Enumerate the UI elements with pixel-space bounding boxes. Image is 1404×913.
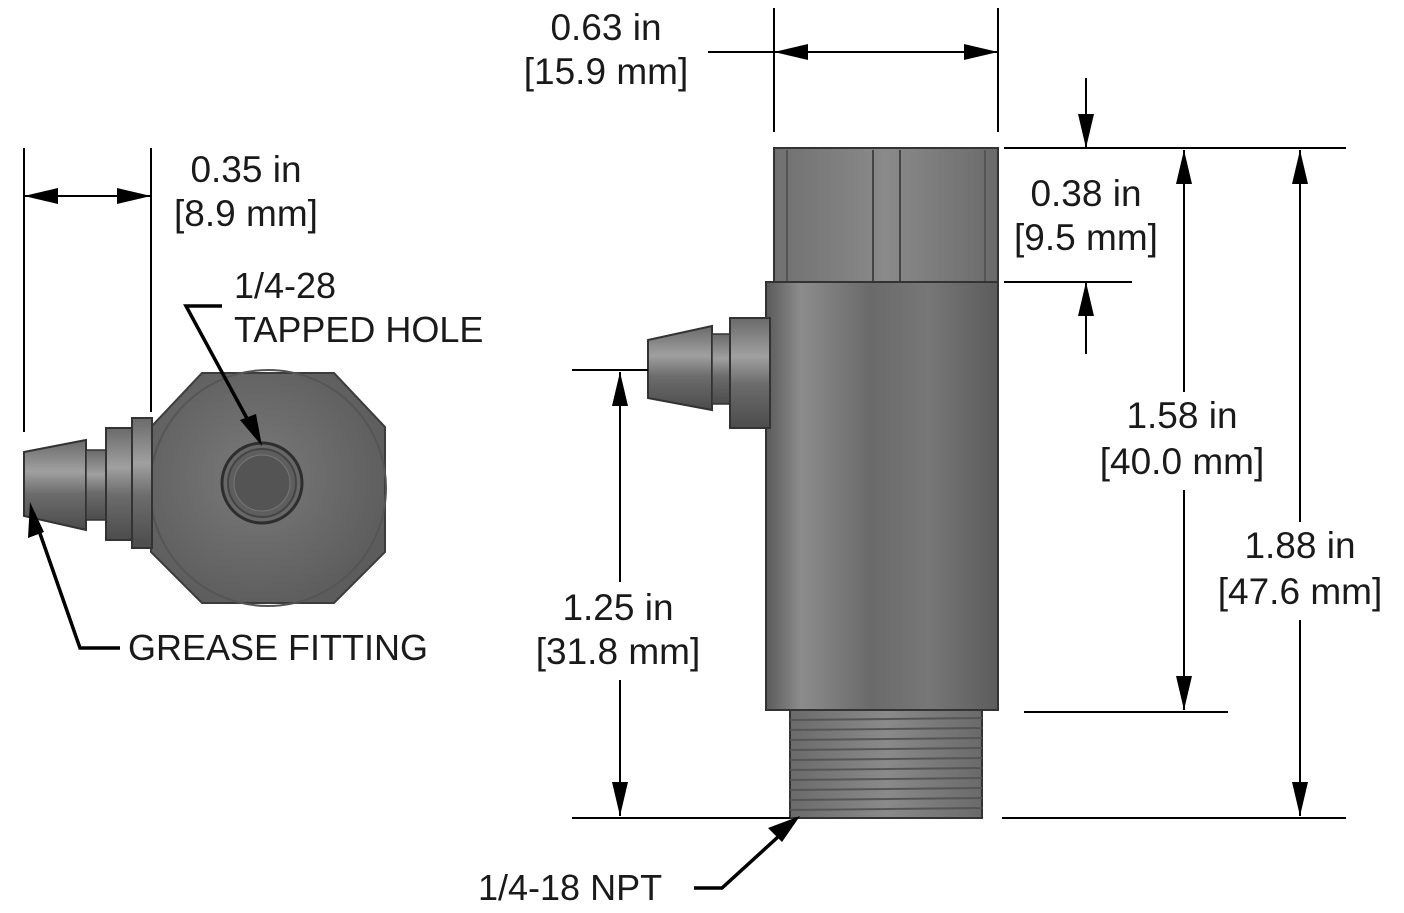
side-view: [647, 147, 999, 819]
body-length-metric: [40.0 mm]: [1100, 441, 1265, 482]
body-length-imperial: 1.58 in: [1126, 395, 1237, 436]
hex-height-imperial: 0.38 in: [1030, 173, 1141, 214]
end-view: [23, 369, 387, 607]
fitting-offset-imperial: 0.35 in: [190, 149, 301, 190]
hex-height-metric: [9.5 mm]: [1014, 217, 1158, 258]
dimension-labels: 0.63 in [15.9 mm] 0.35 in [8.9 mm] 0.38 …: [174, 7, 1382, 672]
grease-fitting-end-view: [23, 417, 153, 549]
threaded-end: [789, 709, 983, 819]
callout-labels: 1/4-28 TAPPED HOLE GREASE FITTING 1/4-18…: [128, 265, 662, 908]
body-width-metric: [15.9 mm]: [524, 51, 689, 92]
fitting-offset-metric: [8.9 mm]: [174, 193, 318, 234]
main-body: [765, 281, 999, 711]
overall-length-metric: [47.6 mm]: [1218, 571, 1383, 612]
tapped-hole-label-line1: 1/4-28: [234, 265, 336, 306]
fitting-height-imperial: 1.25 in: [562, 587, 673, 628]
fitting-height-metric: [31.8 mm]: [536, 631, 701, 672]
dimension-lines: [23, 8, 1346, 890]
body-width-imperial: 0.63 in: [550, 7, 661, 48]
thread-label: 1/4-18 NPT: [478, 867, 662, 908]
grease-fitting-side-view: [647, 317, 771, 429]
tapped-hole-label-line2: TAPPED HOLE: [234, 309, 483, 350]
hex-head: [773, 147, 999, 283]
grease-fitting-label: GREASE FITTING: [128, 627, 428, 668]
overall-length-imperial: 1.88 in: [1244, 525, 1355, 566]
